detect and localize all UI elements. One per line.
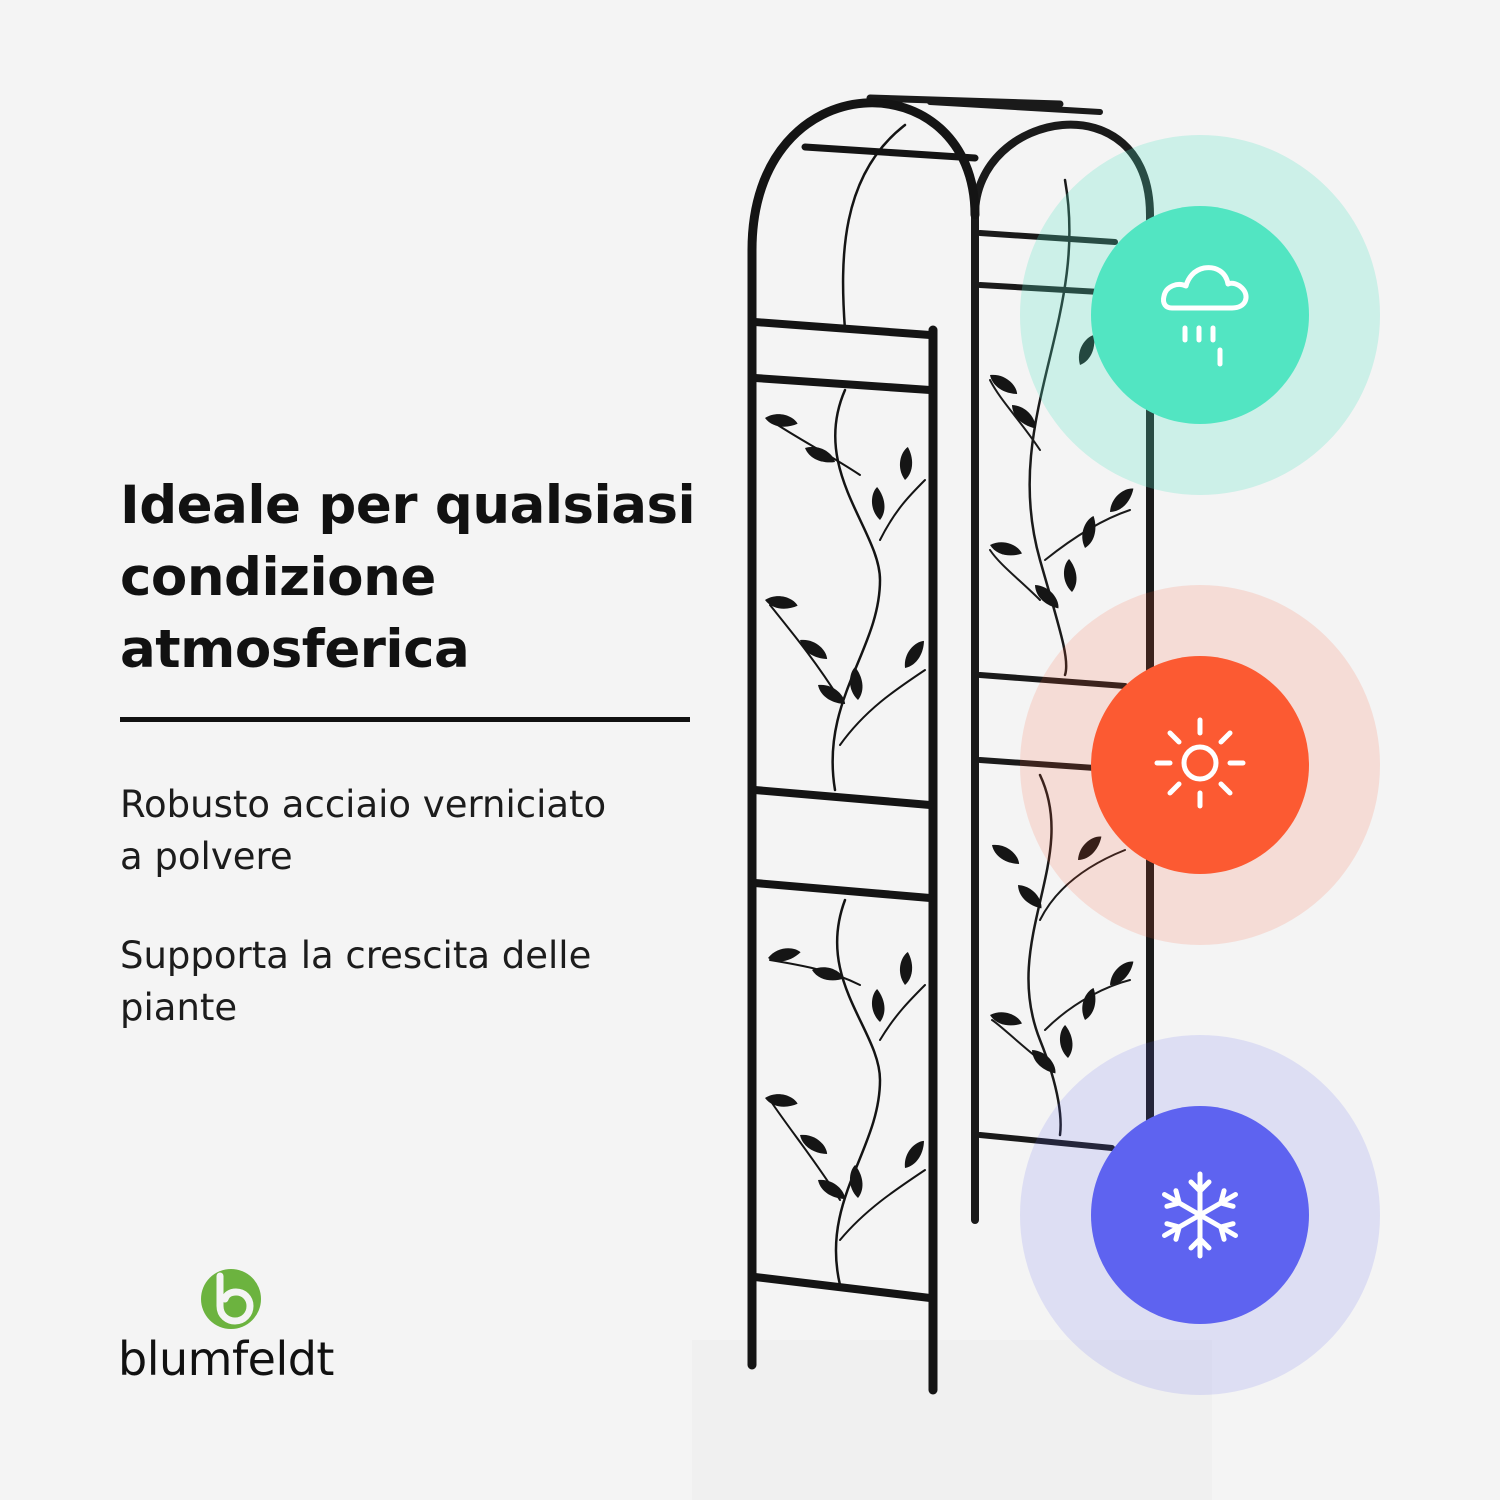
rain-badge [1020,135,1380,495]
brand-logo: blumfeldt [118,1262,358,1392]
feature-steel: Robusto acciaio verniciato a polvere [120,779,720,883]
divider [120,717,690,722]
headline: Ideale per qualsiasi condizione atmosfer… [120,470,720,686]
feature-growth: Supporta la crescita delle piante [120,930,720,1034]
snow-badge [1020,1035,1380,1395]
headline-line: atmosferica [120,619,470,680]
blumfeldt-logo-icon [201,1269,261,1329]
brand-name: blumfeldt [118,1332,334,1386]
headline-line: Ideale per qualsiasi [120,475,696,536]
feature-line: Robusto acciaio verniciato [120,783,607,826]
rain-cloud-icon [1161,265,1249,367]
headline-line: condizione [120,547,436,608]
feature-line: Supporta la crescita delle [120,934,592,977]
snowflake-icon [1160,1171,1240,1256]
feature-line: piante [120,986,238,1029]
sun-icon [1154,717,1246,809]
sun-badge [1020,585,1380,945]
feature-line: a polvere [120,835,293,878]
